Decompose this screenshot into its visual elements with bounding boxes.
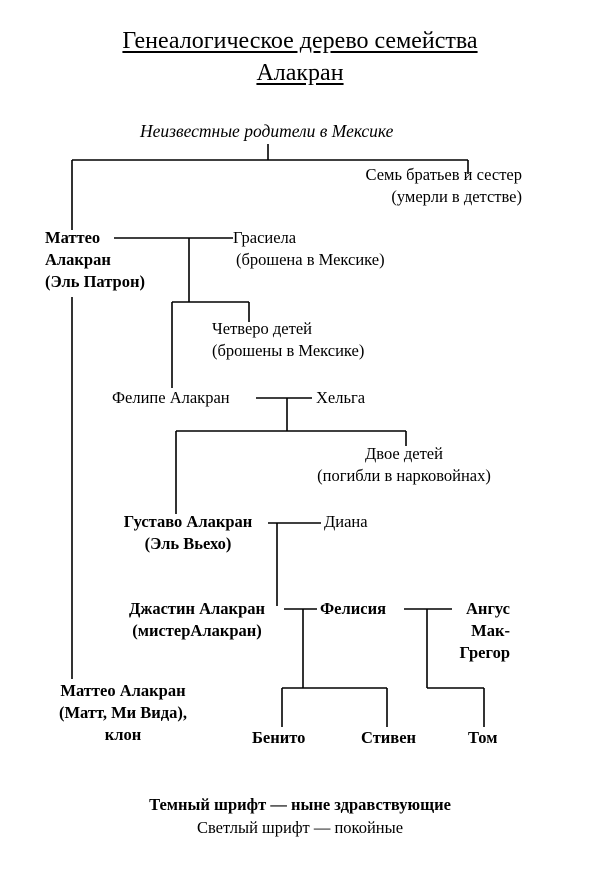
matt-note: клон — [104, 725, 142, 744]
node-justin: Джастин Алакран (мистерАлакран) — [110, 598, 284, 642]
justin-name: Джастин Алакран — [129, 599, 265, 618]
node-angus: Ангус Мак- Грегор — [440, 598, 510, 664]
node-felipe: Фелипе Алакран — [112, 388, 230, 407]
node-benito: Бенито — [252, 728, 306, 747]
node-unknown-parents: Неизвестные родители в Мексике — [140, 121, 394, 141]
node-helga: Хельга — [316, 388, 366, 407]
node-matteo-el-patron: Маттео Алакран (Эль Патрон) — [45, 227, 145, 293]
node-gustavo: Густаво Алакран (Эль Вьехо) — [108, 511, 268, 555]
page-title-line2: Алакран — [256, 60, 344, 86]
two-children-label: Двое детей — [365, 444, 443, 463]
matt-nickname: (Матт, Ми Вида), — [58, 703, 188, 722]
matteo-name-2: Алакран — [45, 250, 111, 269]
node-felicia: Фелисия — [320, 599, 387, 618]
node-four-children: Четверо детей (брошены в Мексике) — [212, 318, 364, 362]
node-tom: Том — [468, 728, 498, 747]
justin-nickname: (мистерАлакран) — [132, 621, 262, 640]
angus-name-1: Ангус — [466, 599, 510, 618]
gustavo-nickname: (Эль Вьехо) — [144, 534, 232, 553]
matt-name: Маттео Алакран — [60, 681, 186, 700]
node-graciela: Грасиела (брошена в Мексике) — [233, 227, 385, 271]
seven-siblings-note: (умерли в детстве) — [391, 187, 522, 206]
node-two-children: Двое детей (погибли в нарковойнах) — [290, 443, 518, 487]
graciela-note: (брошена в Мексике) — [236, 250, 385, 269]
node-seven-siblings: Семь братьев и сестер (умерли в детстве) — [300, 164, 522, 208]
four-children-note: (брошены в Мексике) — [212, 341, 365, 360]
angus-name-2: Мак- — [471, 621, 510, 640]
matteo-nickname: (Эль Патрон) — [45, 272, 145, 291]
four-children-label: Четверо детей — [212, 319, 312, 338]
seven-siblings-label: Семь братьев и сестер — [365, 165, 522, 184]
page-title-line1: Генеалогическое дерево семейства — [122, 28, 478, 54]
node-steven: Стивен — [361, 728, 417, 747]
matteo-name-1: Маттео — [45, 228, 101, 247]
legend-regular: Светлый шрифт — покойные — [196, 818, 404, 837]
graciela-name: Грасиела — [233, 228, 297, 247]
legend-bold: Темный шрифт — ныне здравствующие — [149, 795, 451, 814]
two-children-note: (погибли в нарковойнах) — [317, 466, 491, 485]
node-matt-clone: Маттео Алакран (Матт, Ми Вида), клон — [40, 680, 206, 746]
angus-name-3: Грегор — [459, 643, 510, 662]
node-diana: Диана — [324, 512, 368, 531]
gustavo-name: Густаво Алакран — [123, 512, 253, 531]
